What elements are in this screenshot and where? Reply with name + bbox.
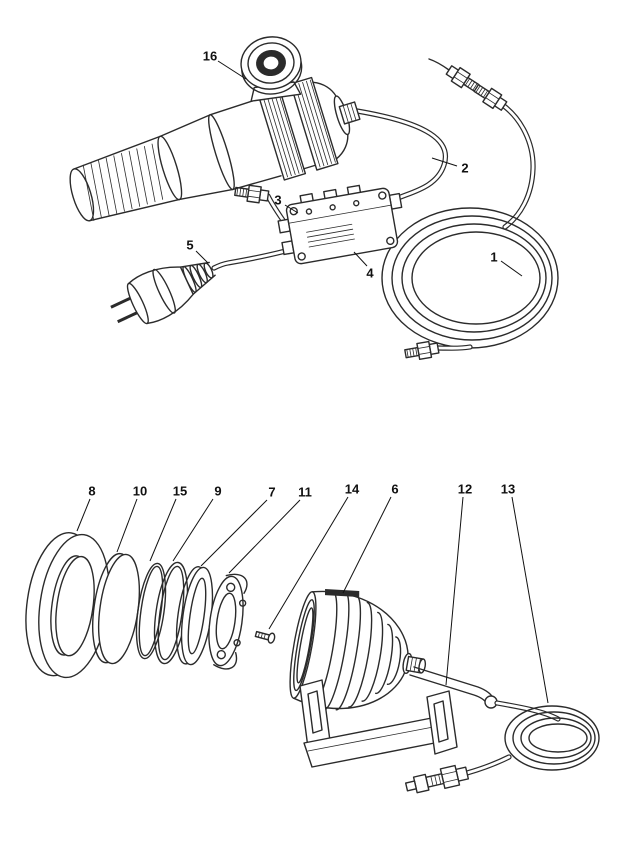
leader-line-part-4: [353, 251, 368, 267]
plug-pin: [110, 297, 131, 309]
cable-connector-fitting: [403, 339, 441, 363]
part-number-label-2: 2: [461, 161, 468, 176]
leader-line-part-1: [500, 260, 523, 277]
part-number-label-10: 10: [133, 484, 147, 499]
power-plug: [110, 261, 216, 325]
part-number-label-16: 16: [203, 49, 217, 64]
lamp-holder: [208, 573, 248, 670]
leader-line-part-9: [172, 498, 214, 562]
part-number-label-6: 6: [391, 482, 398, 497]
timer-dial: [240, 36, 303, 102]
part-number-label-4: 4: [366, 266, 374, 281]
leader-line-part-11: [228, 499, 301, 574]
leader-line-part-13: [511, 496, 549, 704]
part-number-label-11: 11: [298, 485, 312, 500]
part-number-label-1: 1: [490, 250, 497, 265]
leader-line-part-2: [431, 157, 458, 167]
callout-layer: 16 2 3 5 4 1 8 10 15 9 7 11 14 6 12 13: [76, 49, 549, 704]
junction-box: [277, 184, 403, 265]
box-label-texture: [306, 223, 355, 248]
lamp-assembly: [69, 76, 361, 222]
leader-line-part-16: [217, 60, 247, 80]
brand-marking: [325, 588, 360, 598]
lens-disc: [92, 552, 141, 665]
gasket-disc: [175, 566, 214, 666]
part-number-label-5: 5: [186, 238, 193, 253]
plug-pin: [117, 311, 138, 324]
leader-line-part-14: [268, 496, 349, 630]
leader-line-part-8: [76, 498, 91, 532]
screw: [254, 630, 276, 644]
part-number-label-14: 14: [345, 482, 360, 497]
mounting-bracket: [299, 666, 498, 768]
part-number-label-12: 12: [458, 482, 472, 497]
clamp-band: [289, 76, 339, 171]
leader-line-part-10: [116, 498, 138, 553]
cable-connector-fitting: [471, 80, 510, 114]
part-number-label-13: 13: [501, 482, 515, 497]
o-ring-15: [135, 562, 167, 660]
corner-screw: [297, 252, 306, 261]
cable-connector-fitting: [404, 764, 470, 794]
part-number-label-8: 8: [88, 484, 95, 499]
leader-line-part-15: [149, 498, 177, 562]
leader-line-part-6: [342, 496, 392, 594]
part-number-label-7: 7: [268, 485, 275, 500]
grip-knurling: [82, 143, 164, 221]
leader-line-part-12: [445, 496, 464, 686]
corner-screw: [386, 236, 395, 246]
cable-connector-fitting: [233, 182, 270, 205]
part-number-label-3: 3: [274, 193, 281, 208]
coiled-cable-main: [381, 58, 559, 363]
coiled-cable-lamp: [404, 700, 600, 794]
leader-line-part-5: [195, 250, 209, 264]
part-number-label-15: 15: [173, 484, 187, 499]
leader-line-part-3: [284, 204, 299, 214]
power-cord: [211, 246, 296, 271]
leader-line-part-7: [200, 499, 268, 567]
corner-screw: [378, 191, 387, 200]
part-number-label-9: 9: [214, 484, 221, 499]
lamp-to-box-cable: [354, 108, 448, 204]
